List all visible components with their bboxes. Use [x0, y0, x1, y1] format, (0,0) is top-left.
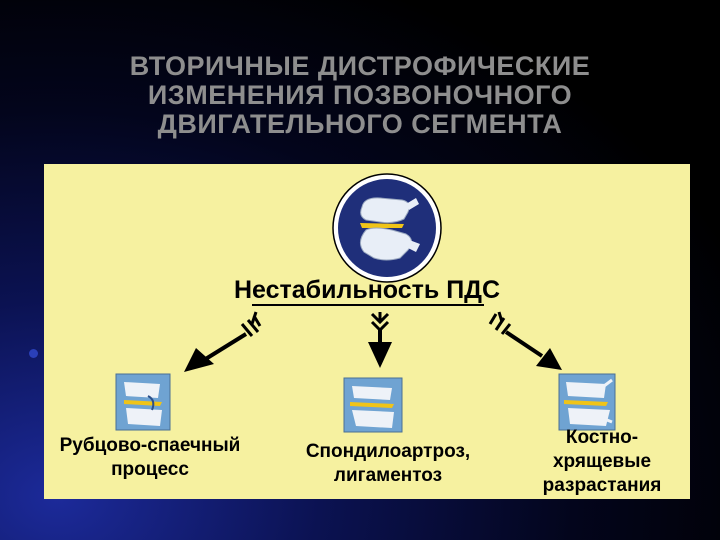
label-left: Рубцово-спаечный процесс	[44, 434, 256, 482]
spine-segment-icon	[360, 197, 420, 261]
spine-thumb-right	[558, 373, 616, 431]
arrow-icon-right	[488, 313, 562, 370]
title-line-3: ДВИГАТЕЛЬНОГО СЕГМЕНТА	[157, 109, 563, 139]
arrow-icon-left	[184, 315, 262, 372]
slide-title: ВТОРИЧНЫЕ ДИСТРОФИЧЕСКИЕ ИЗМЕНЕНИЯ ПОЗВО…	[0, 52, 720, 139]
label-right-line-1: Костно-	[565, 427, 639, 448]
diagram-graphics	[115, 173, 616, 433]
label-right: Костно- хрящевые разрастания	[522, 426, 682, 498]
label-right-line-2: хрящевые	[552, 451, 652, 472]
bullet-dot	[29, 349, 38, 358]
title-line-1: ВТОРИЧНЫЕ ДИСТРОФИЧЕСКИЕ	[129, 51, 591, 81]
arrow-icon-middle	[368, 312, 392, 368]
label-middle: Спондилоартроз, лигаментоз	[288, 440, 488, 488]
center-spine-circle	[332, 173, 442, 283]
diagram-panel: Нестабильность ПДС Рубцово-спаечный проц…	[44, 164, 690, 499]
spine-thumb-middle	[343, 377, 403, 433]
label-left-line-1: Рубцово-спаечный	[59, 435, 241, 456]
label-middle-line-2: лигаментоз	[333, 465, 443, 486]
center-underline	[252, 304, 484, 306]
title-line-2: ИЗМЕНЕНИЯ ПОЗВОНОЧНОГО	[147, 80, 573, 110]
label-left-line-2: процесс	[111, 459, 189, 480]
label-middle-line-1: Спондилоартроз,	[305, 441, 471, 462]
spine-thumb-left	[115, 373, 171, 431]
label-right-line-3: разрастания	[542, 475, 662, 496]
center-label: Нестабильность ПДС	[233, 276, 501, 304]
